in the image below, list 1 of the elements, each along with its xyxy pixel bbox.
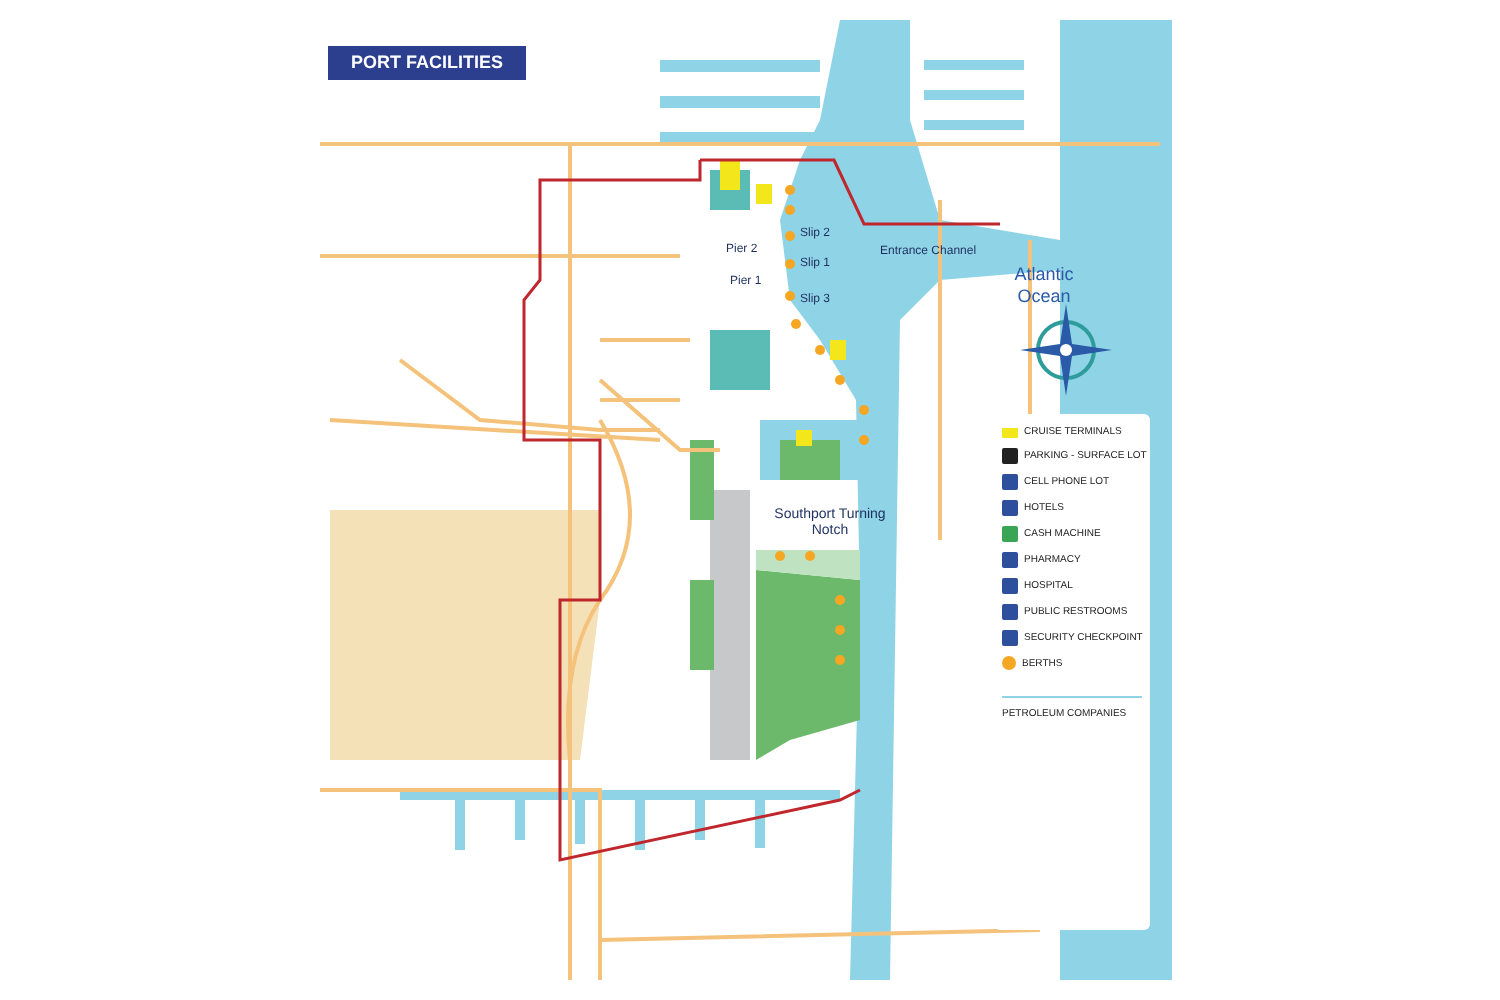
title-banner: PORT FACILITIES [328,46,526,80]
